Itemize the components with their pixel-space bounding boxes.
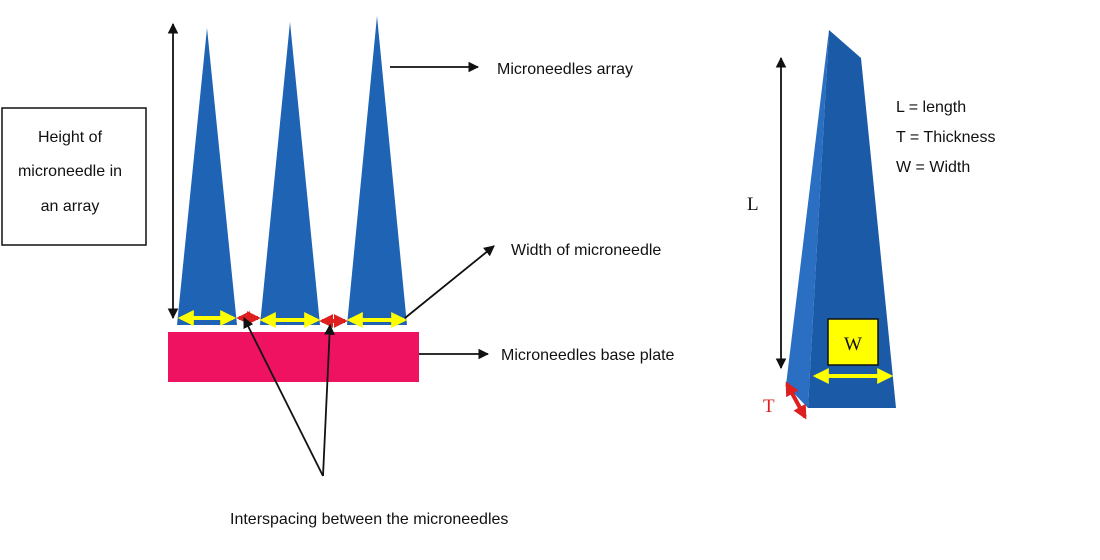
length-letter: L bbox=[747, 194, 759, 215]
width-pointer-arrow bbox=[404, 245, 495, 319]
height-label-box bbox=[1, 107, 147, 246]
legend-length: L = length bbox=[896, 99, 966, 116]
height-label-line-1: Height of bbox=[38, 129, 103, 146]
interspacing-pointer-arrow-2 bbox=[322, 323, 335, 477]
needle-3d-front-face bbox=[808, 30, 896, 408]
thickness-arrow bbox=[785, 381, 807, 420]
base-plate-label: Microneedles base plate bbox=[501, 347, 675, 364]
microneedle-3 bbox=[347, 16, 407, 325]
legend-width: W = Width bbox=[896, 159, 970, 176]
height-label-line-2: microneedle in bbox=[18, 163, 122, 180]
thickness-letter: T bbox=[763, 396, 775, 417]
microneedles-base-plate bbox=[168, 332, 419, 382]
width-of-microneedle-label: Width of microneedle bbox=[511, 242, 661, 259]
height-label-line-3: an array bbox=[41, 198, 100, 215]
microneedle-2 bbox=[260, 22, 320, 325]
legend-thickness: T = Thickness bbox=[896, 129, 995, 146]
interspacing-label: Interspacing between the microneedles bbox=[230, 511, 508, 528]
width-letter: W bbox=[844, 334, 862, 355]
width-letter-box bbox=[827, 318, 879, 366]
interspacing-pointer-arrow-1 bbox=[243, 317, 324, 477]
needle-3d-side-face bbox=[786, 30, 829, 408]
microneedle-1 bbox=[177, 28, 237, 325]
microneedles-array-label: Microneedles array bbox=[497, 61, 633, 78]
